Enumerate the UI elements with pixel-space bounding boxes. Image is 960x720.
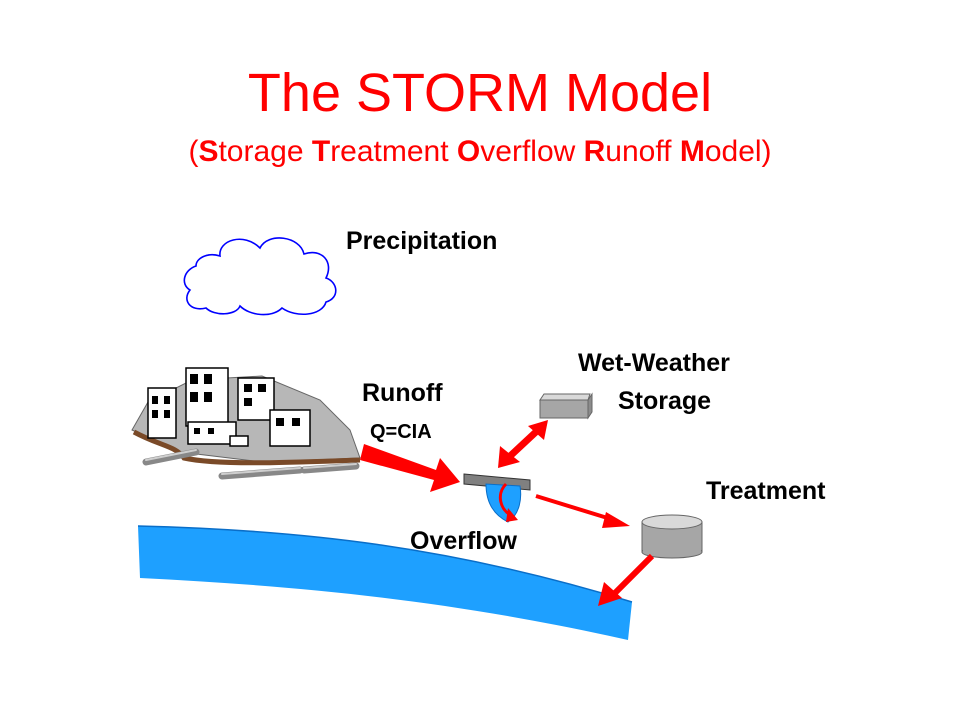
building (237, 377, 275, 421)
sewer-pipes-highlight (145, 449, 357, 475)
treatment-arrow (535, 494, 630, 528)
page-subtitle: (Storage Treatment Overflow Runoff Model… (188, 135, 772, 168)
runoff-arrow (360, 444, 460, 492)
discharge-arrow (598, 553, 655, 606)
storage-exchange-arrow (498, 420, 548, 468)
river (138, 526, 632, 640)
treatment-label: Treatment (706, 477, 826, 505)
treatment-plant-icon (641, 514, 703, 559)
sewer-pipes (142, 448, 360, 480)
overflow-label: Overflow (410, 527, 517, 555)
river-edge-top (137, 525, 633, 603)
building-windows (152, 374, 300, 434)
runoff-formula: Q=CIA (370, 421, 432, 443)
wet-weather-label: Wet-Weather (578, 349, 730, 377)
page-title: The STORM Model (247, 63, 713, 123)
outfall-structure (463, 473, 531, 523)
storage-tank-icon (539, 392, 593, 420)
precipitation-label: Precipitation (346, 227, 498, 255)
building (269, 409, 311, 447)
soil-layer (132, 429, 361, 466)
storage-label: Storage (618, 387, 712, 415)
runoff-label: Runoff (362, 379, 443, 407)
building (229, 435, 249, 447)
cloud-icon (183, 237, 337, 316)
